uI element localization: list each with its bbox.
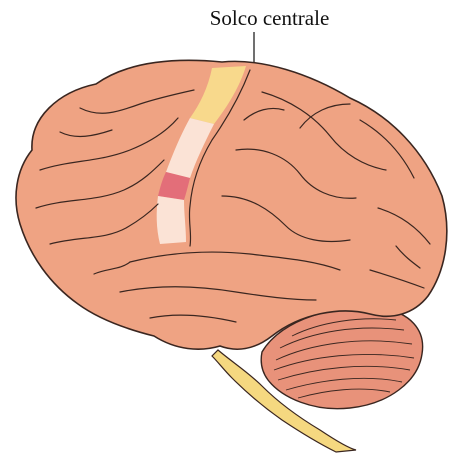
- cortical-strip-lower: [157, 196, 186, 244]
- cerebrum: [16, 60, 447, 349]
